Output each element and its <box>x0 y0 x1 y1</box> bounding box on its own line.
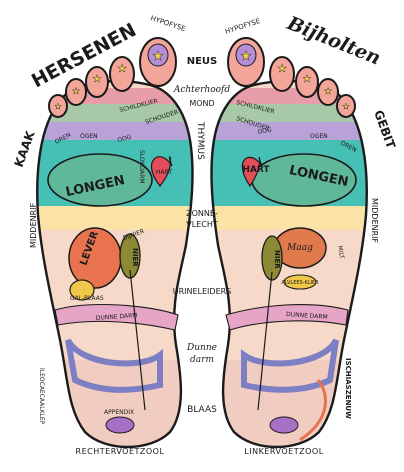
label-ischiaszenuw: ISCHIASZENUW <box>344 358 352 419</box>
label-mond: MOND <box>189 99 214 108</box>
heart-left-foot <box>150 156 173 187</box>
toe-right-2 <box>269 56 295 92</box>
toe-right-3 <box>295 66 319 98</box>
heart-right-foot <box>241 156 263 188</box>
small-intestine-band-left <box>54 304 179 331</box>
bladder-left-foot <box>105 416 135 434</box>
label-ogen-right: OGEN <box>310 133 328 140</box>
pancreas <box>283 274 317 290</box>
label-hart-left: HART <box>156 169 172 176</box>
label-alvleesklier: ALVLEES-KLIER <box>281 280 319 286</box>
label-neus: NEUS <box>187 56 218 67</box>
star-icon: ★ <box>240 49 252 64</box>
sciatic-nerve-line <box>299 379 327 442</box>
label-rechtervoetzool: RECHTERVOETZOOL <box>76 447 165 456</box>
diaphragm-band <box>211 206 367 230</box>
gallbladder <box>69 279 95 301</box>
label-ogen-left: OGEN <box>80 133 98 140</box>
toe-right-5 <box>336 94 356 118</box>
lung-left-foot <box>47 153 153 207</box>
label-oog-left: OOG <box>117 134 133 144</box>
ureter-left <box>129 269 146 411</box>
toe-left-3 <box>85 66 109 98</box>
label-dunne-darm-center-2: darm <box>190 355 214 365</box>
diaphragm-band <box>37 206 193 230</box>
shoulder-band <box>211 104 367 122</box>
toe-tip <box>235 43 257 67</box>
star-icon: ★ <box>117 62 127 75</box>
bladder-right-foot <box>269 416 299 434</box>
label-linkervoetzool: LINKERVOETZOOL <box>244 447 323 456</box>
label-blaas: BLAAS <box>187 405 217 415</box>
label-nier-left: NIER <box>131 248 139 267</box>
label-gebit: GEBIT <box>371 108 398 151</box>
label-ileocaecaalklep: ILEOCAECAALKLEP <box>38 368 45 425</box>
label-middenrif-left: MIDDENRIF <box>29 202 38 248</box>
left-foot-toes: ★ ★ ★ ★ ★ <box>48 37 177 118</box>
star-icon: ★ <box>54 102 61 111</box>
star-icon: ★ <box>342 102 349 111</box>
kidney-left-foot <box>119 233 141 279</box>
eyes-ears-band <box>37 122 193 140</box>
label-nier-right: NIER <box>273 250 281 269</box>
label-bijholten: Bijholten <box>283 12 384 70</box>
label-slokdarm: SLOKDARM <box>138 150 145 184</box>
label-hart-right: HART <box>242 165 270 175</box>
label-dunne-darm-left: DUNNE DARM <box>96 312 138 322</box>
label-zonnevlecht-2: VLECHT <box>186 220 218 229</box>
ureter-right <box>257 271 273 411</box>
colon-right <box>241 338 339 393</box>
label-maag: Maag <box>286 243 313 253</box>
right-foot-toes: ★ ★ ★ ★ ★ <box>227 37 356 118</box>
label-hypofyse-right: HYPOFYSE <box>224 17 261 36</box>
star-icon: ★ <box>324 87 332 97</box>
label-milt: MILT <box>336 245 345 259</box>
label-zonnevlecht-1: ZONNE- <box>186 209 218 218</box>
right-foot-sole <box>36 79 194 449</box>
star-icon: ★ <box>277 62 287 75</box>
toe-tip <box>147 43 169 67</box>
star-icon: ★ <box>303 74 312 85</box>
shoulder-band <box>37 104 193 122</box>
kidney-right-foot <box>261 235 283 281</box>
label-kaak: KAAK <box>12 129 38 169</box>
label-oog: OOG <box>257 127 272 136</box>
label-urineleiders: URINELEIDERS <box>173 287 232 296</box>
colon-left <box>65 338 163 393</box>
label-hypofyse-left: HYPOFYSE <box>149 14 186 33</box>
star-icon: ★ <box>152 49 164 64</box>
toe-left-5 <box>48 94 68 118</box>
star-icon: ★ <box>72 87 80 97</box>
label-middenrif-right: MIDDENRIF <box>370 198 379 244</box>
label-dunne-darm-right: DUNNE DARM <box>286 311 328 321</box>
toe-left-4 <box>65 78 87 106</box>
label-achterhoofd: Achterhoofd <box>173 85 231 95</box>
toe-right-4 <box>317 78 339 106</box>
small-intestine-band-right <box>225 304 349 331</box>
eyes-ears-band <box>211 122 367 140</box>
label-dunne-darm-center-1: Dunne <box>186 343 217 353</box>
star-icon: ★ <box>93 74 102 85</box>
label-thymus: THYMUS <box>195 121 205 160</box>
label-galblaas: GAL-BLAAS <box>70 295 104 302</box>
label-appendix: APPENDIX <box>104 409 134 416</box>
toe-left-2 <box>109 56 135 92</box>
